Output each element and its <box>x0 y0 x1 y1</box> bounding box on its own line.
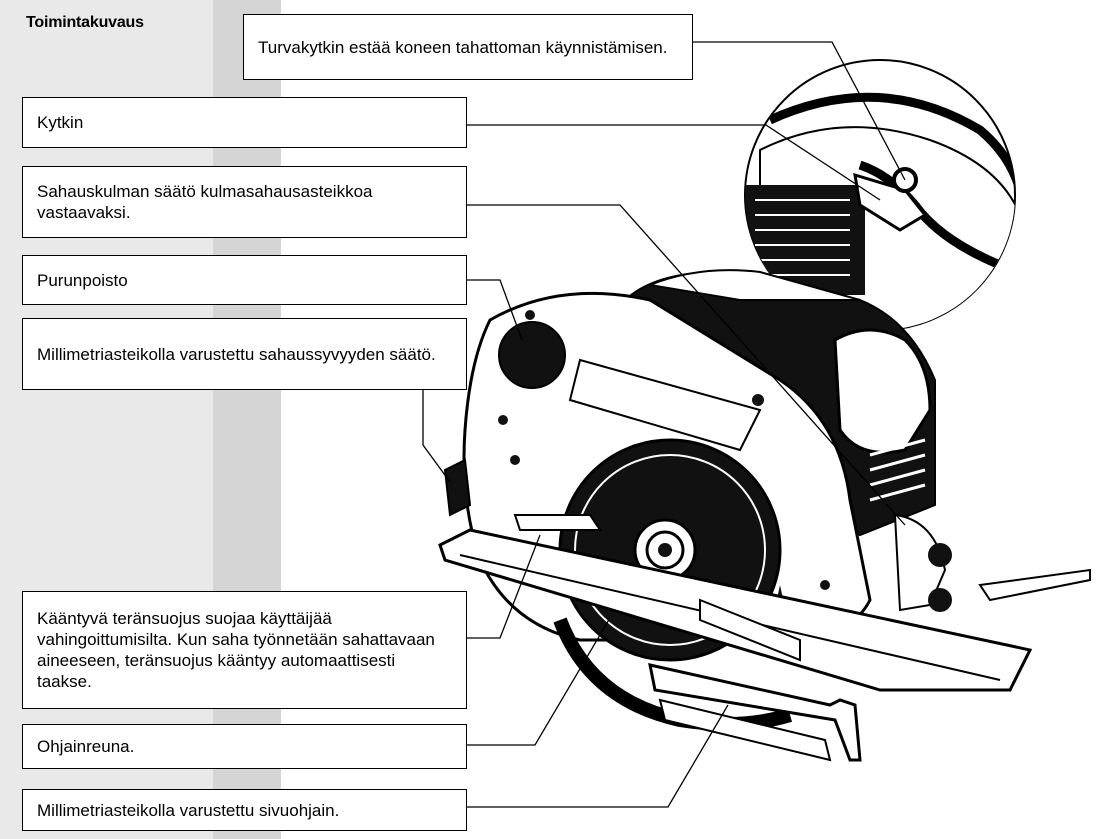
callout-blade-guard-text: Kääntyvä teränsuojus suojaa käyttäijää v… <box>37 609 435 691</box>
leader-side-guide <box>466 704 729 808</box>
callout-guide-edge: Ohjainreuna. <box>22 724 467 769</box>
leader-switch <box>466 124 881 201</box>
section-heading: Toimintakuvaus <box>26 14 144 31</box>
lower-blade-arc <box>553 617 793 731</box>
callout-dust-outlet: Purunpoisto <box>22 255 467 305</box>
switch-detail-zoom <box>744 59 1016 331</box>
side-guide-rail <box>648 568 1091 762</box>
callout-side-guide-text: Millimetriasteikolla varustettu sivuohja… <box>37 800 340 820</box>
callout-safety-switch-text: Turvakytkin estää koneen tahattoman käyn… <box>258 37 668 57</box>
upper-guard <box>462 291 872 642</box>
callout-side-guide: Millimetriasteikolla varustettu sivuohja… <box>22 789 467 831</box>
callout-dust-outlet-text: Purunpoisto <box>37 270 128 290</box>
callout-bevel-adjust-text: Sahauskulman säätö kulmasahausasteikkoa … <box>37 182 373 222</box>
callout-safety-switch: Turvakytkin estää koneen tahattoman käyn… <box>243 14 693 80</box>
leader-guide-edge <box>466 617 611 746</box>
callout-bevel-adjust: Sahauskulman säätö kulmasahausasteikkoa … <box>22 166 467 238</box>
callout-switch-text: Kytkin <box>37 113 84 132</box>
saw-blade <box>558 438 782 662</box>
leader-safety-switch <box>692 41 906 181</box>
callout-switch: Kytkin <box>22 97 467 148</box>
leader-depth-adjust <box>422 390 451 483</box>
base-plate <box>438 514 1033 692</box>
callout-blade-guard: Kääntyvä teränsuojus suojaa käyttäijää v… <box>22 591 467 709</box>
motor-housing <box>618 269 936 537</box>
leader-bevel-adjust <box>466 204 906 526</box>
callout-guide-edge-text: Ohjainreuna. <box>37 737 135 756</box>
leader-blade-guard <box>466 534 541 639</box>
leader-dust-outlet <box>466 279 523 341</box>
callout-depth-adjust-text: Millimetriasteikolla varustettu sahaussy… <box>37 344 436 364</box>
callout-depth-adjust: Millimetriasteikolla varustettu sahaussy… <box>22 318 467 390</box>
depth-knob <box>443 458 472 517</box>
bevel-scale <box>893 513 952 612</box>
